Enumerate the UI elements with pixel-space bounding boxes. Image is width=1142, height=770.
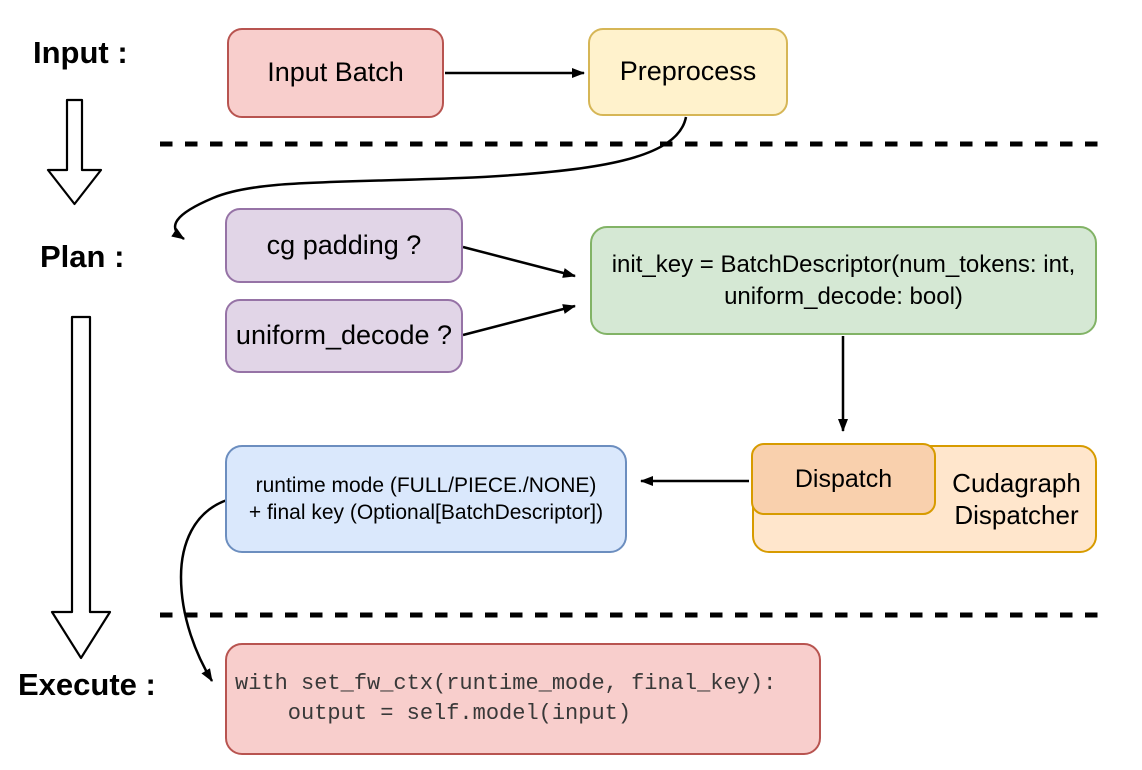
- execute-code-line2: output = self.model(input): [235, 701, 632, 726]
- node-input-batch-label: Input Batch: [267, 57, 404, 88]
- phase-label-plan: Plan :: [40, 239, 125, 274]
- node-dispatch-label: Dispatch: [794, 464, 893, 493]
- node-uniform-decode-label: uniform_decode ?: [235, 320, 453, 351]
- arrow-cg-padding-to-init-key: [462, 245, 576, 278]
- node-cudagraph-dispatcher-label: Cudagraph Dispatcher: [952, 467, 1081, 531]
- node-preprocess-label: Preprocess: [619, 56, 757, 87]
- node-runtime-mode-line2: + final key (Optional[BatchDescriptor]): [248, 501, 604, 524]
- hollow-arrow-plan-to-execute: [50, 315, 112, 660]
- node-init-key-line2: uniform_decode: bool): [724, 282, 963, 310]
- node-cg-padding-label: cg padding ?: [266, 229, 422, 260]
- node-runtime-mode-line1: runtime mode (FULL/PIECE./NONE): [255, 473, 597, 497]
- node-runtime-mode: runtime mode (FULL/PIECE./NONE) + final …: [225, 445, 627, 553]
- arrow-runtime-mode-to-execute-code: [179, 498, 228, 682]
- arrow-uniform-decode-to-init-key: [462, 304, 576, 337]
- node-cg-padding: cg padding ?: [225, 208, 463, 283]
- node-init-key-line1: init_key = BatchDescriptor(num_tokens: i…: [611, 251, 1076, 279]
- node-execute-code: with set_fw_ctx(runtime_mode, final_key)…: [225, 643, 821, 755]
- node-init-key: init_key = BatchDescriptor(num_tokens: i…: [590, 226, 1097, 335]
- node-dispatch: Dispatch: [751, 443, 936, 515]
- node-uniform-decode: uniform_decode ?: [225, 299, 463, 373]
- phase-label-execute: Execute :: [18, 667, 156, 702]
- arrow-preprocess-to-cg-padding: [171, 116, 688, 241]
- phase-label-input: Input :: [33, 35, 128, 70]
- node-preprocess: Preprocess: [588, 28, 788, 116]
- execute-code-line1: with set_fw_ctx(runtime_mode, final_key)…: [235, 671, 777, 697]
- node-input-batch: Input Batch: [227, 28, 444, 118]
- hollow-arrow-input-to-plan: [46, 98, 103, 206]
